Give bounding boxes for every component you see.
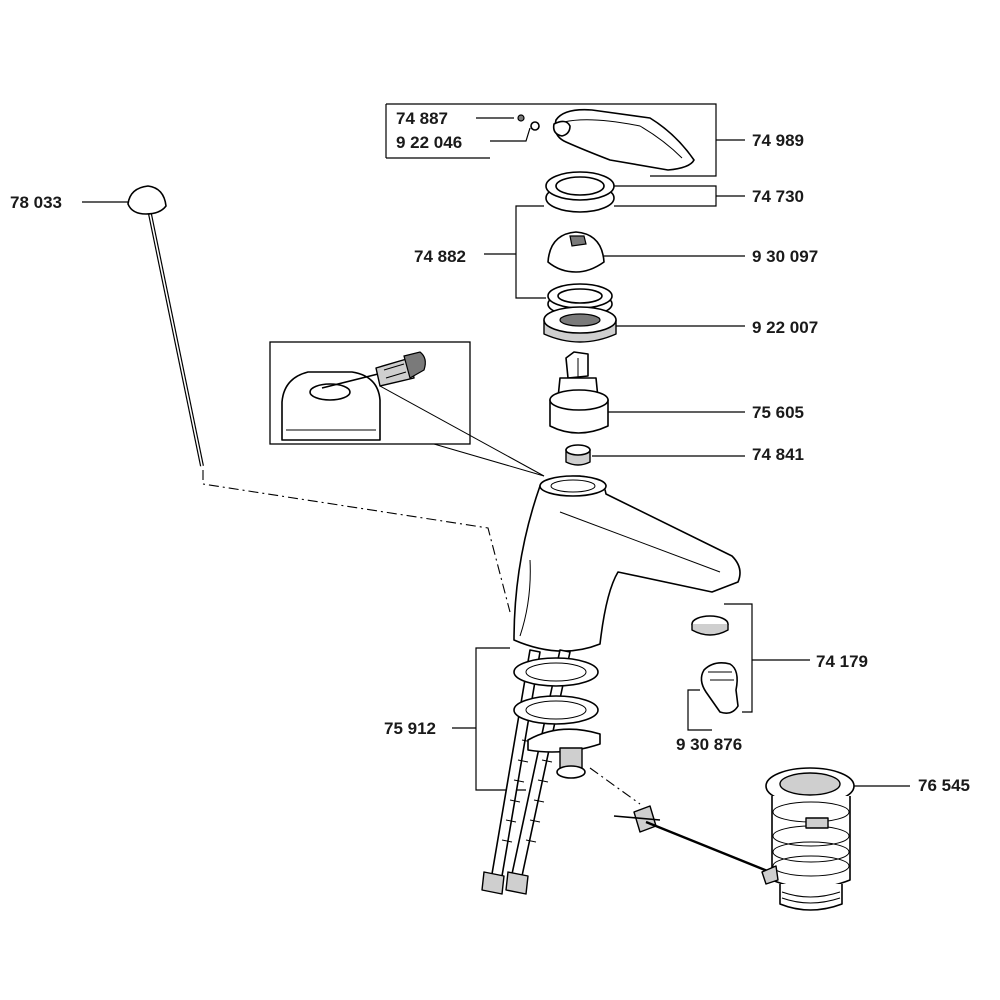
assembly-lines: [202, 470, 641, 805]
label-76545: 76 545: [918, 776, 970, 795]
part-74989-lever: [552, 108, 695, 171]
label-74989: 74 989: [752, 131, 804, 150]
label-922046: 9 22 046: [396, 133, 462, 152]
part-922007-nut: [543, 306, 617, 343]
part-76545-waste: [761, 767, 855, 911]
label-930876: 9 30 876: [676, 735, 742, 754]
part-74730-ring: [545, 171, 615, 213]
part-74841-aerator: [565, 444, 591, 466]
leader-lines: [82, 103, 910, 791]
label-74730: 74 730: [752, 187, 804, 206]
label-78033: 78 033: [10, 193, 62, 212]
part-75912-fixing-set: [481, 649, 601, 895]
detail-inset: [269, 341, 545, 477]
label-930097: 9 30 097: [752, 247, 818, 266]
part-74887-screw: [517, 114, 525, 122]
faucet-body: [513, 475, 741, 652]
label-74882: 74 882: [414, 247, 466, 266]
label-922007: 9 22 007: [752, 318, 818, 337]
label-74887: 74 887: [396, 109, 448, 128]
label-75605: 75 605: [752, 403, 804, 422]
part-75605-cartridge: [549, 351, 609, 434]
label-74841: 74 841: [752, 445, 804, 464]
part-78033-lift-rod: [127, 185, 204, 467]
label-75912: 75 912: [384, 719, 436, 738]
part-74179-insert: [691, 615, 729, 636]
part-930097-dome: [547, 231, 605, 273]
pop-up-linkage: [613, 805, 771, 874]
label-74179: 74 179: [816, 652, 868, 671]
part-930876-aerator-key: [700, 662, 739, 714]
part-922046-plug: [530, 121, 540, 131]
